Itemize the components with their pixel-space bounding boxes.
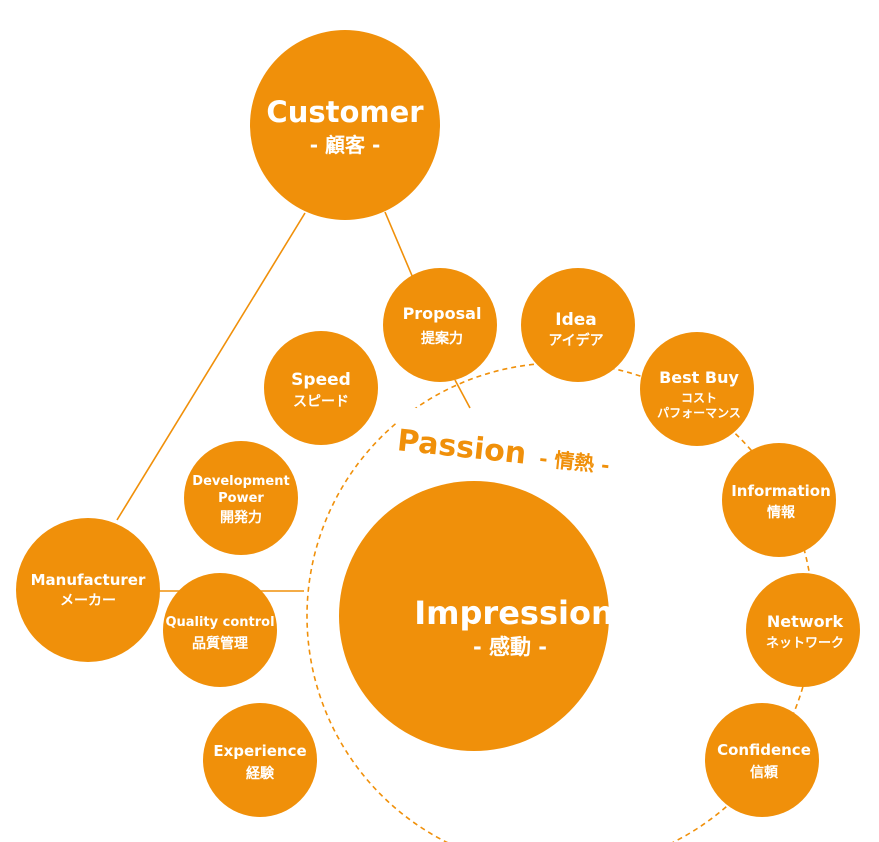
experience-subtitle: 経験 <box>246 765 275 782</box>
speed-circle <box>264 331 378 445</box>
quality-control-title: Quality control <box>165 615 274 630</box>
node-information: Information 情報 <box>722 443 836 557</box>
information-subtitle: 情報 <box>767 504 796 521</box>
proposal-circle <box>383 268 497 382</box>
node-speed: Speed スピード <box>264 331 378 445</box>
node-quality-control: Quality control 品質管理 <box>163 573 277 687</box>
manufacturer-subtitle: メーカー <box>60 593 116 609</box>
development-power-subtitle: 開発力 <box>220 509 262 526</box>
confidence-title: Confidence <box>717 741 811 759</box>
best-buy-subtitle-1: コスト <box>681 391 717 405</box>
node-idea: Idea アイデア <box>521 268 635 382</box>
impression-circle <box>339 481 609 751</box>
impression-subtitle: - 感動 - <box>473 635 547 659</box>
node-manufacturer: Manufacturer メーカー <box>16 518 160 662</box>
best-buy-subtitle-2: パフォーマンス <box>657 406 741 420</box>
node-impression: Impression - 感動 - <box>339 481 614 751</box>
development-power-circle <box>184 441 298 555</box>
connector-customer-manufacturer <box>116 212 306 521</box>
development-power-title-1: Development <box>192 474 289 489</box>
node-experience: Experience 経験 <box>203 703 317 817</box>
customer-title: Customer <box>266 95 424 129</box>
speed-title: Speed <box>291 370 351 390</box>
confidence-subtitle: 信頼 <box>750 764 779 781</box>
node-customer: Customer - 顧客 - <box>250 30 440 220</box>
node-network: Network ネットワーク <box>746 573 860 687</box>
network-circle <box>746 573 860 687</box>
network-title: Network <box>767 612 844 631</box>
idea-subtitle: アイデア <box>548 332 603 349</box>
quality-control-subtitle: 品質管理 <box>192 635 248 652</box>
node-development-power: Development Power 開発力 <box>184 441 298 555</box>
node-confidence: Confidence 信頼 <box>705 703 819 817</box>
experience-title: Experience <box>213 742 306 760</box>
customer-circle <box>250 30 440 220</box>
manufacturer-circle <box>16 518 160 662</box>
quality-control-circle <box>163 573 277 687</box>
idea-title: Idea <box>555 310 597 330</box>
development-power-title-2: Power <box>218 491 264 506</box>
information-title: Information <box>731 482 831 500</box>
proposal-title: Proposal <box>403 304 482 323</box>
information-circle <box>722 443 836 557</box>
best-buy-title: Best Buy <box>659 368 739 387</box>
customer-subtitle: - 顧客 - <box>310 133 381 157</box>
network-subtitle: ネットワーク <box>766 636 844 651</box>
manufacturer-title: Manufacturer <box>31 571 146 589</box>
node-proposal: Proposal 提案力 <box>383 268 497 382</box>
node-best-buy: Best Buy コスト パフォーマンス <box>640 332 754 446</box>
speed-subtitle: スピード <box>293 394 349 410</box>
passion-label-backing <box>393 406 627 474</box>
impression-title: Impression <box>414 594 613 632</box>
best-buy-circle <box>640 332 754 446</box>
idea-circle <box>521 268 635 382</box>
experience-circle <box>203 703 317 817</box>
proposal-subtitle: 提案力 <box>421 330 463 347</box>
connector-proposal-ring <box>454 379 471 409</box>
confidence-circle <box>705 703 819 817</box>
connector-customer-proposal <box>384 211 414 279</box>
